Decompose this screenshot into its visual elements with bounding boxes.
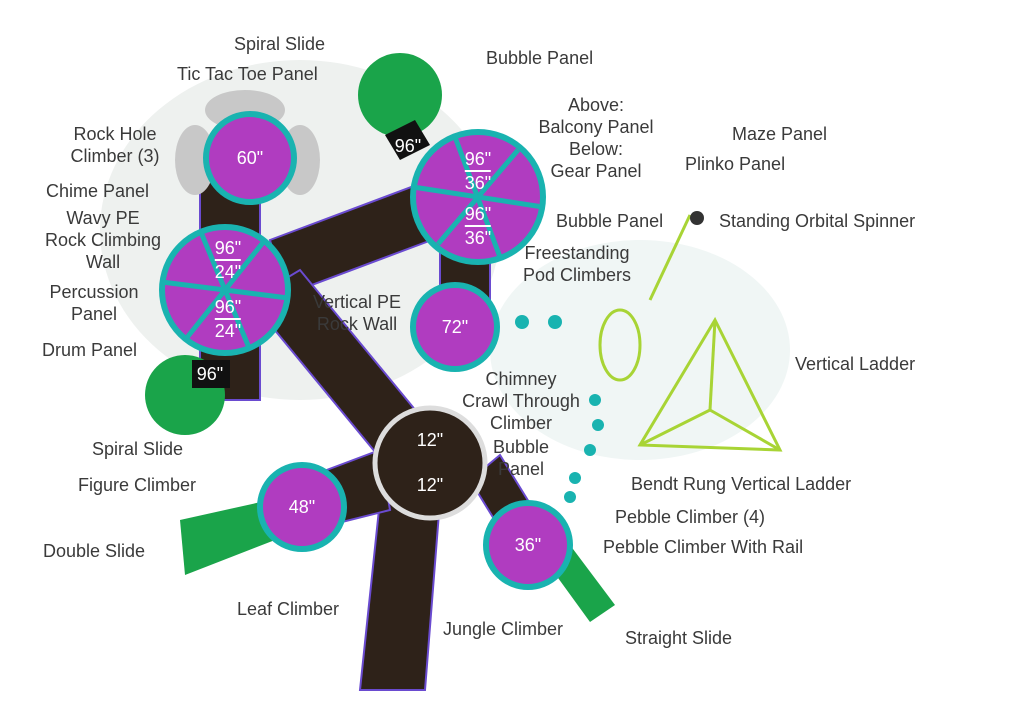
deck-60 [203, 111, 297, 205]
label-chimney-climber: Chimney Crawl Through Climber [462, 368, 580, 434]
label-jungle-climber: Jungle Climber [443, 619, 564, 639]
deck-height-lower: 24" [214, 262, 242, 282]
label-line: Freestanding [524, 243, 630, 263]
hub-height-top: 12" [416, 430, 444, 450]
label-tic-tac-toe-panel: Tic Tac Toe Panel [177, 64, 318, 84]
slide-entry [385, 120, 430, 160]
label-percussion-panel: Percussion Panel [49, 281, 138, 325]
label-line: Climber (3) [70, 146, 160, 166]
label-straight-slide: Straight Slide [625, 628, 733, 648]
label-line: Wavy PE [66, 208, 140, 228]
slide-height-96-top: 96" [394, 136, 422, 156]
label-line: Vertical PE [312, 292, 402, 312]
deck-48 [257, 462, 347, 552]
spiral-slide-top [358, 53, 442, 137]
label-spiral-slide: Spiral Slide [234, 34, 326, 54]
bendt-rung-net [637, 316, 783, 452]
deck-height-lower: 24" [214, 321, 242, 341]
hub-height-bottom: 12" [416, 475, 444, 495]
label-pod-climbers: Freestanding Pod Climbers [523, 242, 631, 286]
label-vertical-ladder: Vertical Ladder [795, 354, 916, 374]
deck-72 [410, 282, 500, 372]
label-line: Gear Panel [550, 161, 642, 181]
double-slide [180, 500, 275, 575]
label-plinko-panel: Plinko Panel [685, 154, 786, 174]
label-bubble-panel-low: Bubble Panel [493, 436, 549, 480]
label-line: Percussion [49, 282, 139, 302]
label-bubble-panel-mid: Bubble Panel [556, 211, 664, 231]
label-rock-hole-climber: Rock Hole Climber (3) [70, 123, 159, 167]
label-line: Rock Wall [316, 314, 398, 334]
label-wavy-rock-wall: Wavy PE Rock Climbing Wall [45, 207, 161, 273]
label-line: Below: [568, 139, 624, 159]
deck-height-96-36-b: 96" 36" [464, 203, 492, 249]
deck-height-48: 48" [288, 497, 316, 517]
deck-height-96-36-a: 96" 36" [464, 148, 492, 194]
label-line: Crawl Through [462, 391, 580, 411]
label-line: Panel [497, 459, 545, 479]
label-double-slide: Double Slide [43, 541, 146, 561]
label-line: Pod Climbers [522, 265, 632, 285]
deck-height-lower: 36" [464, 228, 492, 248]
rock-hole-climber [175, 125, 215, 195]
deck-height-96-24-b: 96" 24" [214, 296, 242, 342]
spinner-top [690, 211, 704, 225]
label-line: Wall [85, 252, 121, 272]
deck-height-lower: 36" [464, 173, 492, 193]
label-line: Above: [567, 95, 625, 115]
label-bubble-panel: Bubble Panel [486, 48, 594, 68]
label-pebble-climber-rail: Pebble Climber With Rail [603, 537, 804, 557]
slide-entry [192, 360, 230, 388]
label-line: Climber [489, 413, 553, 433]
label-line: Bubble [492, 437, 550, 457]
orbital-spinner [648, 214, 692, 301]
deck-height-upper: 96" [464, 203, 492, 227]
label-orbital-spinner: Standing Orbital Spinner [719, 211, 916, 231]
label-chime-panel: Chime Panel [46, 181, 150, 201]
label-line: Rock Climbing [44, 230, 162, 250]
label-balcony-gear-panel: Above: Balcony Panel Below: Gear Panel [538, 94, 653, 182]
label-maze-panel: Maze Panel [732, 124, 828, 144]
deck-height-upper: 96" [214, 296, 242, 320]
deck-height-72: 72" [441, 317, 469, 337]
slide-height-96-left: 96" [196, 364, 224, 384]
label-leaf-climber: Leaf Climber [237, 599, 340, 619]
label-bendt-rung-ladder: Bendt Rung Vertical Ladder [631, 474, 852, 494]
hub-deck [372, 405, 488, 521]
deck-height-upper: 96" [214, 237, 242, 261]
label-drum-panel: Drum Panel [42, 340, 138, 360]
deck-height-upper: 96" [464, 148, 492, 172]
chimney-climber [598, 308, 642, 382]
deck-height-60: 60" [236, 148, 264, 168]
label-line: Balcony Panel [538, 117, 654, 137]
deck-height-36: 36" [514, 535, 542, 555]
label-vertical-pe-rock-wall: Vertical PE Rock Wall [313, 291, 401, 335]
deck-height-96-24-a: 96" 24" [214, 237, 242, 283]
label-spiral-slide-bottom: Spiral Slide [92, 439, 184, 459]
label-line: Panel [70, 304, 118, 324]
deck-36 [483, 500, 573, 590]
label-pebble-climber: Pebble Climber (4) [615, 507, 766, 527]
label-figure-climber: Figure Climber [78, 475, 197, 495]
walkway [358, 499, 442, 691]
label-line: Chimney [485, 369, 557, 389]
label-line: Rock Hole [73, 124, 157, 144]
